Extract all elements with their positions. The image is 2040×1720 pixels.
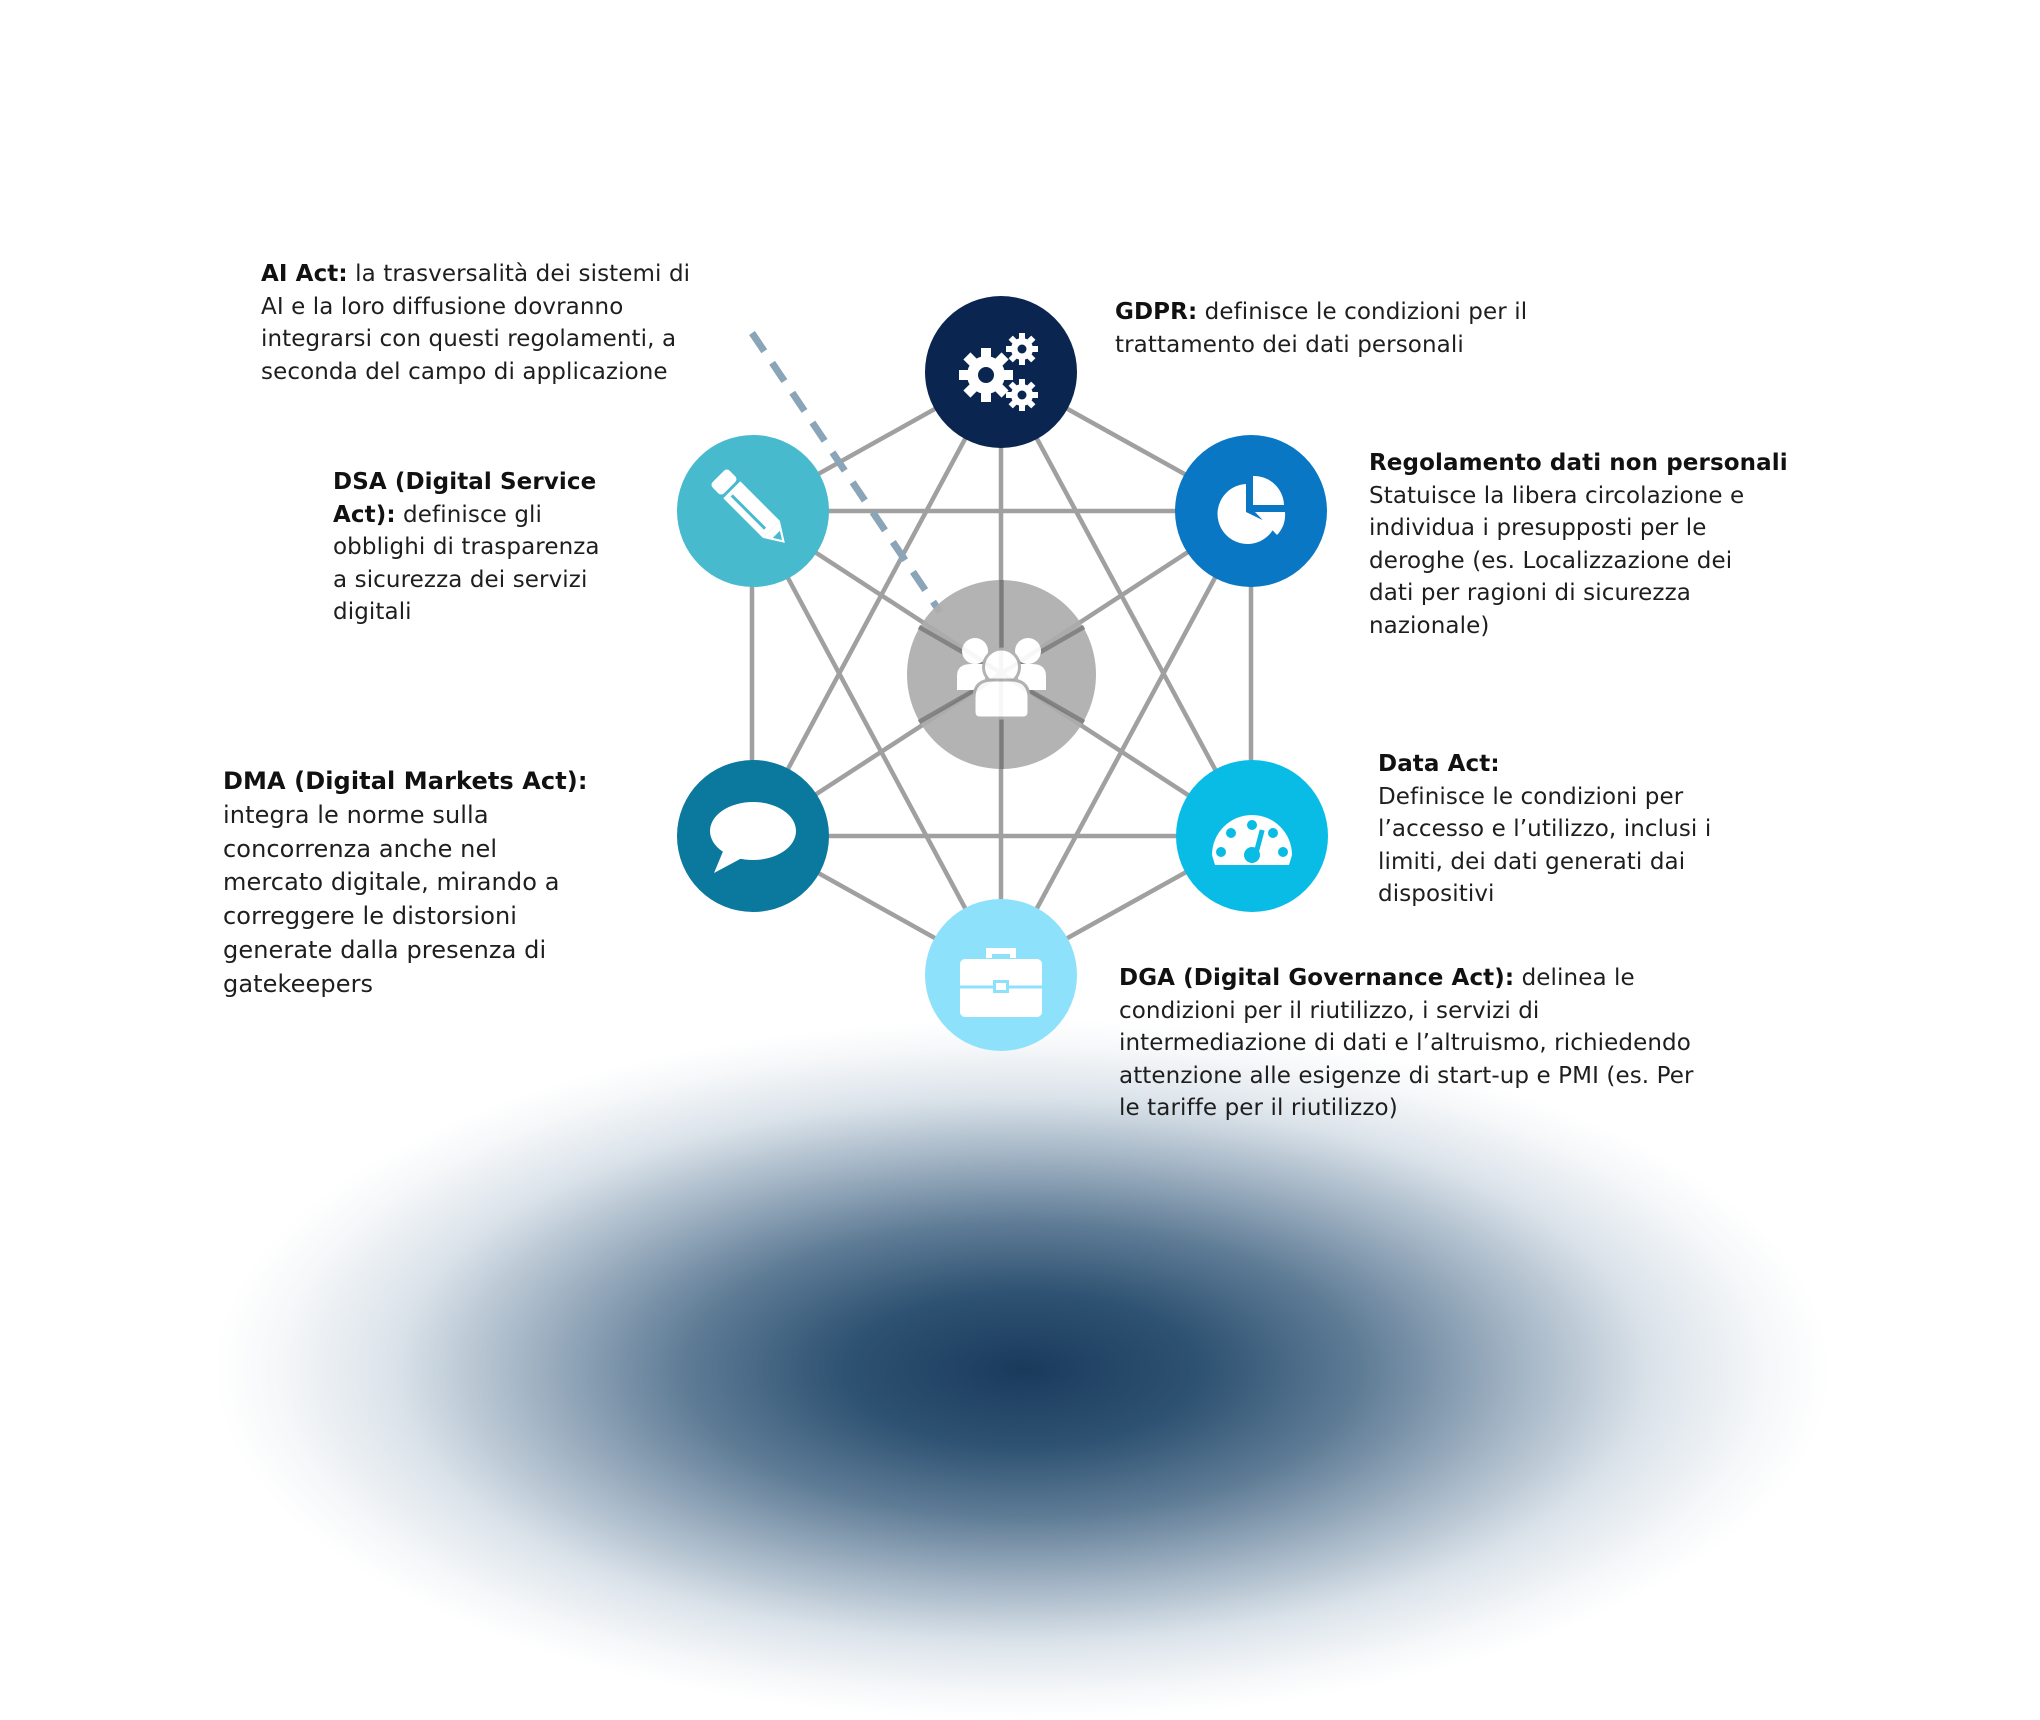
dsa-line: a sicurezza dei servizi — [333, 566, 588, 593]
dma-line: integra le norme sulla — [223, 800, 489, 829]
dsa-line: obblighi di trasparenza — [333, 534, 600, 560]
dma-title: DMA (Digital Markets Act): — [223, 767, 588, 795]
dsa-title: DSA (Digital Service — [333, 469, 597, 495]
dma-node — [677, 760, 829, 912]
data-act-line: l’accesso e l’utilizzo, inclusi i — [1378, 816, 1712, 842]
speech-bubble-icon — [710, 802, 796, 873]
regolamento-line: deroghe (es. Localizzazione dei — [1369, 547, 1733, 574]
dma-line: gatekeepers — [223, 969, 374, 998]
dsa-description: DSA (Digital Service Act): definisce gli… — [333, 466, 600, 629]
ai-act-title: AI Act: — [261, 261, 348, 287]
gdpr-line: trattamento dei dati personali — [1115, 331, 1464, 358]
regolamento-description: Regolamento dati non personali Statuisce… — [1369, 447, 1788, 642]
dma-line: mercato digitale, mirando a — [223, 868, 560, 897]
ai-act-line: AI e la loro diffusione dovranno — [261, 293, 624, 320]
gdpr-description: GDPR: definisce le condizioni per il tra… — [1115, 296, 1527, 361]
regolamento-line: nazionale) — [1369, 612, 1490, 639]
dga-line: intermediazione di dati e l’altruismo, r… — [1119, 1030, 1691, 1056]
regolamento-line: individua i presupposti per le — [1369, 515, 1707, 541]
dga-node — [925, 899, 1077, 1051]
dga-line: condizioni per il riutilizzo, i servizi … — [1119, 997, 1540, 1024]
dga-line: attenzione alle esigenze di start-up e P… — [1119, 1062, 1694, 1089]
ai-act-dashed-pointer — [749, 331, 943, 614]
regolamento-title: Regolamento dati non personali — [1369, 450, 1788, 476]
data-act-line: limiti, dei dati generati dai — [1378, 848, 1686, 875]
center-node — [907, 580, 1096, 769]
dsa-title: Act): — [333, 501, 396, 528]
people-group-icon — [917, 580, 1086, 769]
data-act-title: Data Act: — [1378, 751, 1500, 777]
data-act-node — [1176, 760, 1328, 912]
dma-description: DMA (Digital Markets Act): integra le no… — [223, 765, 588, 1002]
network-edges — [749, 331, 1254, 977]
regolamento-line: dati per ragioni di sicurezza — [1369, 580, 1691, 606]
dga-description: DGA (Digital Governance Act): delinea le… — [1119, 962, 1694, 1125]
dma-line: generate dalla presenza di — [223, 935, 547, 964]
dga-title: DGA (Digital Governance Act): — [1119, 965, 1515, 991]
regolamento-node — [1175, 435, 1327, 587]
gears-icon — [959, 333, 1038, 411]
dsa-node — [677, 435, 829, 587]
dma-line: concorrenza anche nel — [223, 834, 498, 863]
ai-act-line: seconda del campo di applicazione — [261, 358, 668, 385]
gdpr-node — [925, 296, 1077, 448]
dsa-line: digitali — [333, 599, 412, 625]
ai-act-description: AI Act: la trasversalità dei sistemi di … — [261, 258, 690, 388]
data-act-line: Definisce le condizioni per — [1378, 783, 1684, 810]
data-act-description: Data Act: Definisce le condizioni per l’… — [1378, 748, 1711, 911]
briefcase-icon — [960, 948, 1042, 1017]
dga-line: le tariffe per il riutilizzo) — [1119, 1095, 1398, 1121]
regolamento-line: Statuisce la libera circolazione e — [1369, 482, 1745, 509]
ai-act-line: la trasversalità dei sistemi di — [347, 261, 691, 287]
pencil-icon — [711, 469, 785, 543]
ai-act-line: integrarsi con questi regolamenti, a — [261, 326, 677, 352]
dma-line: correggere le distorsioni — [223, 902, 518, 931]
dsa-line: definisce gli — [395, 501, 543, 528]
pie-chart-icon — [1217, 475, 1286, 544]
speedometer-icon — [1212, 815, 1292, 865]
dga-line: delinea le — [1514, 965, 1635, 991]
gdpr-line: definisce le condizioni per il — [1197, 299, 1528, 325]
gdpr-title: GDPR: — [1115, 299, 1198, 325]
data-act-line: dispositivi — [1378, 881, 1495, 907]
